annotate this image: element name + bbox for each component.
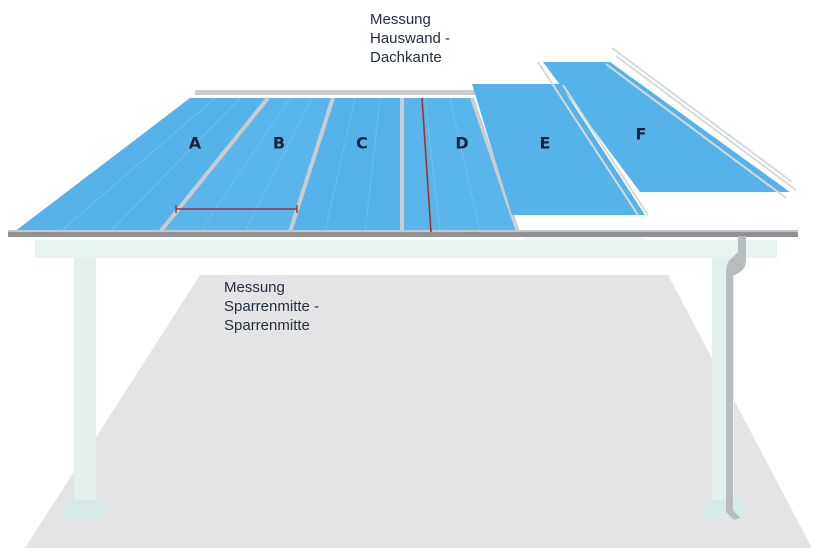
panel-f-label: F: [635, 124, 647, 144]
downpipe: [726, 236, 746, 520]
side-rafters: [537, 47, 797, 216]
right-post-foot: [702, 500, 744, 518]
panel-a-label: A: [188, 133, 202, 153]
front-beam: [35, 240, 777, 258]
panel-a: [14, 98, 268, 232]
panel-b-label: B: [272, 133, 286, 153]
ghost-frame: [518, 232, 660, 255]
panel-d: [402, 98, 518, 232]
left-post: [74, 255, 96, 505]
ground-shadow: [25, 275, 812, 548]
panel-d-label: D: [455, 133, 469, 153]
left-post-foot: [64, 500, 106, 518]
label-rafter-measure: Messung Sparrenmitte - Sparrenmitte: [224, 279, 320, 334]
panel-c-label: C: [356, 133, 368, 153]
gutter: [8, 231, 798, 237]
panel-e: [472, 84, 645, 215]
gutter-highlight: [8, 230, 798, 232]
panel-f: [543, 62, 790, 192]
measure-line-vertical: [421, 97, 432, 233]
panel-c: [290, 98, 402, 232]
panel-e-label: E: [539, 133, 551, 153]
panel-b: [160, 98, 333, 232]
label-house-wall-measure: Messung Hauswand - Dachkante: [370, 11, 451, 66]
wall-rail: [195, 90, 610, 95]
